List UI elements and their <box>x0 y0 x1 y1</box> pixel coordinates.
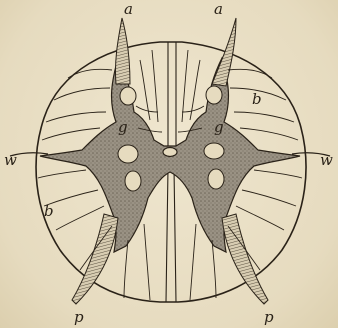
label-w-left: w <box>4 151 17 169</box>
cell-group-lower-right <box>208 169 224 189</box>
cell-group-mid-right <box>204 143 224 159</box>
anterior-median-fissure <box>166 168 176 302</box>
label-p-right: p <box>264 308 274 326</box>
label-a-right: a <box>214 0 223 18</box>
label-b-right: b <box>252 90 262 108</box>
label-p-left: p <box>74 308 84 326</box>
label-b-left: b <box>44 202 54 220</box>
label-w-right: w <box>320 151 333 169</box>
cell-group-mid-left <box>118 145 138 163</box>
posterior-median-fissure <box>168 42 176 148</box>
cell-group-lower-left <box>125 171 141 191</box>
cell-group-upper-left <box>120 87 136 105</box>
label-a-left: a <box>124 0 133 18</box>
central-canal <box>163 148 177 157</box>
posterior-columns <box>136 50 204 132</box>
cell-group-upper-right <box>206 86 222 104</box>
label-g-left: g <box>118 118 128 136</box>
dorsal-root-left <box>115 18 130 84</box>
label-g-right: g <box>214 118 224 136</box>
